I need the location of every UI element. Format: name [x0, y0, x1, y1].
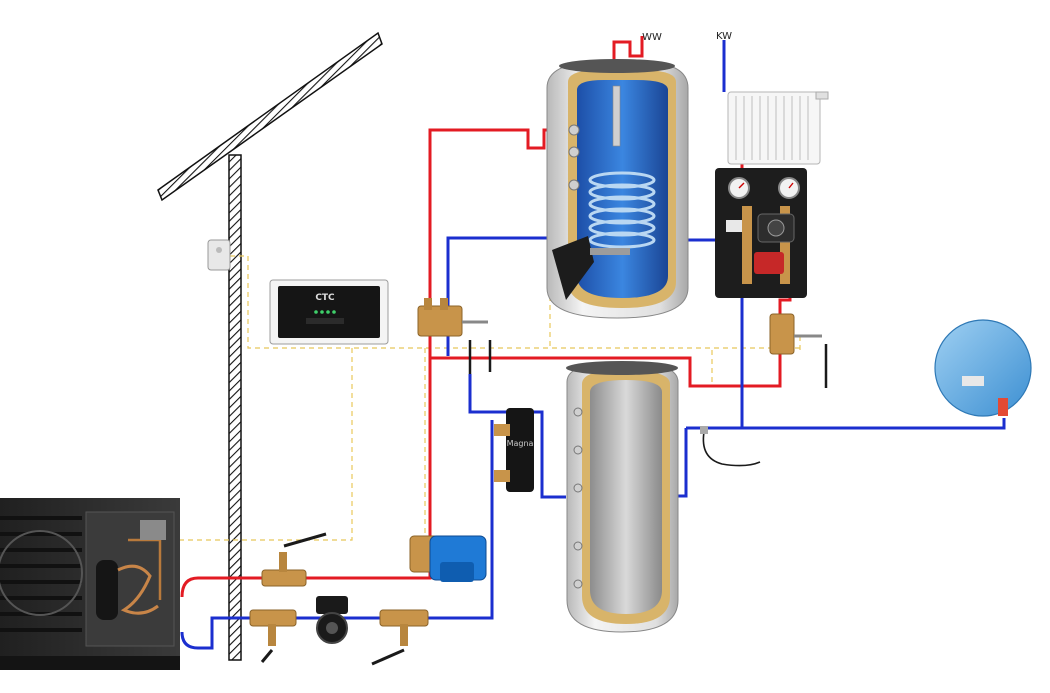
separator-brand: Magna — [507, 439, 534, 448]
dhw-outlet-pipe — [612, 36, 644, 62]
circulation-pump — [316, 596, 348, 644]
temperature-sensor — [700, 426, 761, 467]
magnetic-separator: Magna — [494, 408, 534, 492]
valve-cluster[interactable] — [417, 298, 492, 374]
hp-return-pipe — [180, 420, 494, 650]
cold-water-label: KW — [716, 31, 732, 42]
heat-pump — [0, 498, 180, 670]
building — [157, 31, 383, 661]
mixing-valve — [409, 535, 487, 582]
dhw-tank — [546, 59, 689, 319]
controller-brand: CTC — [315, 293, 335, 303]
outdoor-sensor — [207, 239, 231, 271]
dhw-coil-return-pipe — [446, 236, 556, 356]
dhw-heat-coil — [588, 171, 656, 249]
hot-water-label: WW — [642, 32, 662, 43]
controller: CTC — [269, 279, 389, 345]
radiator — [727, 91, 829, 165]
pump-station — [715, 168, 807, 298]
separator-buffer-pipe — [468, 374, 566, 499]
expansion-line-pipe — [686, 418, 1006, 430]
buffer-supply-pipe — [430, 292, 792, 388]
ball-valve-return-left[interactable] — [249, 609, 297, 663]
wall — [228, 154, 242, 661]
return-pipes — [180, 40, 1006, 650]
valve-pumpgroup-outlet[interactable] — [769, 313, 828, 388]
immersion-heater-icon — [552, 236, 630, 300]
roof — [157, 31, 383, 202]
buffer-tank — [566, 361, 679, 633]
ball-valve-supply[interactable] — [261, 532, 327, 587]
hp-supply-pipe — [180, 128, 560, 598]
expansion-vessel — [934, 319, 1032, 417]
ball-valve-return-right[interactable] — [371, 609, 429, 666]
